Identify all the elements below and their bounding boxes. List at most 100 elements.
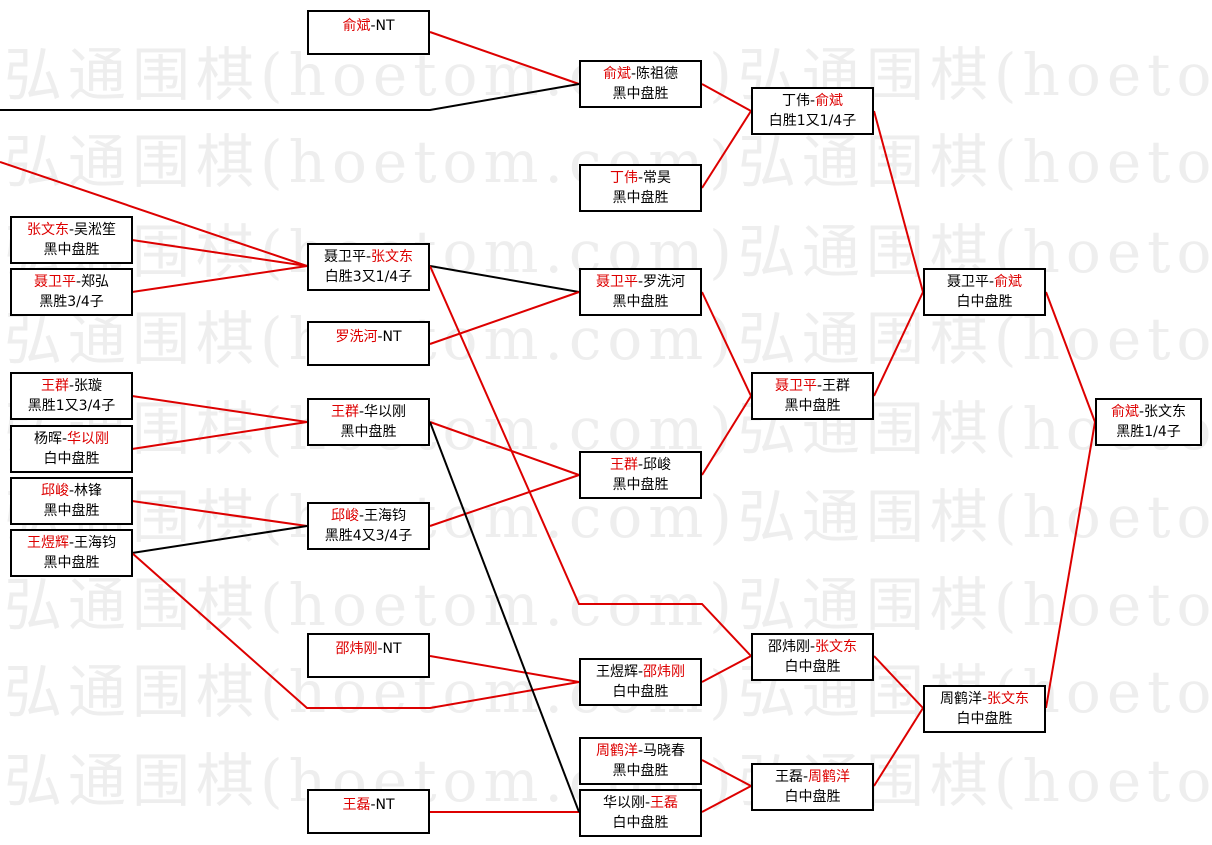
- match-pairing: 聂卫平-郑弘: [34, 272, 109, 292]
- match-pairing: 聂卫平-罗洗河: [596, 272, 685, 292]
- player-2: 罗洗河: [643, 274, 686, 290]
- match-box-r3g: 华以刚-王磊白中盘胜: [579, 789, 702, 837]
- bracket-connector: [873, 707, 924, 787]
- bracket-connector: [429, 31, 580, 85]
- bracket-connector: [1045, 291, 1096, 423]
- bracket-connector: [429, 421, 580, 813]
- match-box-r1f: 王煜辉-王海钧黑中盘胜: [10, 529, 133, 577]
- player-1: 华以刚: [602, 795, 645, 811]
- match-box-r3b: 丁伟-常昊黑中盘胜: [579, 164, 702, 212]
- match-result: 黑中盘胜: [784, 398, 841, 414]
- bracket-connector: [701, 110, 752, 189]
- bracket-connector: [131, 265, 308, 293]
- player-1: 罗洗河: [335, 329, 378, 345]
- match-result: 黑中盘胜: [43, 555, 100, 571]
- pairing-separator: -: [1138, 404, 1145, 420]
- pairing-separator: -: [75, 274, 82, 290]
- bracket-connector: [131, 500, 308, 527]
- match-box-r2f: 邵炜刚-NT: [307, 633, 430, 678]
- pairing-separator: -: [637, 743, 644, 759]
- match-box-r2a: 俞斌-NT: [307, 10, 430, 55]
- match-box-r1b: 聂卫平-郑弘黑胜3/4子: [10, 268, 133, 316]
- pairing-separator: -: [637, 664, 644, 680]
- player-1: 俞斌: [602, 66, 631, 82]
- match-pairing: 邱峻-王海钧: [331, 506, 406, 526]
- match-box-r3a: 俞斌-陈祖德黑中盘胜: [579, 60, 702, 108]
- player-1: 周鹤洋: [595, 743, 638, 759]
- match-box-r2c: 罗洗河-NT: [307, 321, 430, 366]
- player-1: 邵炜刚: [335, 641, 378, 657]
- player-2: 陈祖德: [636, 66, 679, 82]
- player-1: 丁伟: [609, 170, 638, 186]
- match-result: 白中盘胜: [612, 684, 669, 700]
- pairing-separator: -: [981, 691, 988, 707]
- pairing-separator: -: [370, 18, 376, 34]
- match-box-r1c: 王群-张璇黑胜1又3/4子: [10, 372, 133, 420]
- pairing-separator: -: [988, 274, 995, 290]
- match-result: 黑中盘胜: [612, 763, 669, 779]
- match-pairing: 俞斌-陈祖德: [603, 64, 678, 84]
- player-2: 俞斌: [815, 93, 844, 109]
- pairing-separator: -: [61, 431, 68, 447]
- player-1: 邱峻: [330, 508, 359, 524]
- match-pairing: 王群-华以刚: [331, 402, 406, 422]
- pairing-separator: -: [802, 769, 809, 785]
- player-1: 杨晖: [33, 431, 62, 447]
- match-box-r1d: 杨晖-华以刚白中盘胜: [10, 425, 133, 473]
- bracket-connector: [429, 291, 580, 345]
- match-box-final: 俞斌-张文东黑胜1/4子: [1095, 398, 1202, 446]
- pairing-separator: -: [68, 378, 75, 394]
- player-2: 华以刚: [67, 431, 110, 447]
- match-result: 黑中盘胜: [43, 503, 100, 519]
- pairing-separator: -: [365, 249, 372, 265]
- bracket-connector: [873, 291, 924, 397]
- match-box-r3d: 王群-邱峻黑中盘胜: [579, 451, 702, 499]
- match-pairing: 聂卫平-俞斌: [947, 272, 1022, 292]
- bracket-connector: [429, 474, 580, 527]
- player-1: 聂卫平: [33, 274, 76, 290]
- match-result: 黑中盘胜: [612, 190, 669, 206]
- bracket-connector: [1045, 421, 1096, 709]
- player-2: 吴淞笙: [74, 222, 117, 238]
- match-result: 黑胜3/4子: [39, 294, 104, 310]
- player-1: 王磊: [342, 797, 371, 813]
- pairing-separator: -: [809, 639, 816, 655]
- player-2: 张文东: [371, 249, 414, 265]
- match-pairing: 俞斌-NT: [342, 16, 394, 36]
- pairing-separator: -: [644, 795, 651, 811]
- bracket-connector: [873, 110, 924, 293]
- match-pairing: 华以刚-王磊: [603, 793, 678, 813]
- match-box-r5b: 周鹤洋-张文东白中盘胜: [923, 685, 1046, 733]
- bracket-connector: [701, 759, 752, 787]
- match-pairing: 王群-邱峻: [610, 455, 671, 475]
- pairing-separator: -: [358, 404, 365, 420]
- pairing-separator: -: [377, 329, 383, 345]
- player-1: 邱峻: [40, 483, 69, 499]
- player-2: 周鹤洋: [808, 769, 851, 785]
- match-result: 黑胜1又3/4子: [27, 398, 116, 414]
- player-1: 王煜辉: [595, 664, 638, 680]
- pairing-separator: -: [68, 222, 75, 238]
- match-box-r2g: 王磊-NT: [307, 789, 430, 834]
- player-2: 张文东: [815, 639, 858, 655]
- player-1: 丁伟: [781, 93, 810, 109]
- match-result: 白中盘胜: [784, 789, 841, 805]
- match-box-r2b: 聂卫平-张文东白胜3又1/4子: [307, 243, 430, 291]
- match-pairing: 王磊-NT: [342, 795, 394, 815]
- match-result: 白中盘胜: [612, 815, 669, 831]
- bracket-connector: [131, 552, 580, 709]
- pairing-separator: -: [358, 508, 365, 524]
- match-pairing: 王煜辉-王海钧: [27, 533, 116, 553]
- match-pairing: 罗洗河-NT: [335, 327, 401, 347]
- match-pairing: 杨晖-华以刚: [34, 429, 109, 449]
- match-result: 黑胜4又3/4子: [324, 528, 413, 544]
- player-2: 华以刚: [364, 404, 407, 420]
- match-box-r4d: 王磊-周鹤洋白中盘胜: [751, 763, 874, 811]
- match-pairing: 王磊-周鹤洋: [775, 767, 850, 787]
- match-result: 白中盘胜: [784, 659, 841, 675]
- match-result: 黑胜1/4子: [1116, 424, 1181, 440]
- match-box-r3c: 聂卫平-罗洗河黑中盘胜: [579, 268, 702, 316]
- match-pairing: 王群-张璇: [41, 376, 102, 396]
- player-1: 王群: [40, 378, 69, 394]
- bracket-connector: [131, 239, 308, 267]
